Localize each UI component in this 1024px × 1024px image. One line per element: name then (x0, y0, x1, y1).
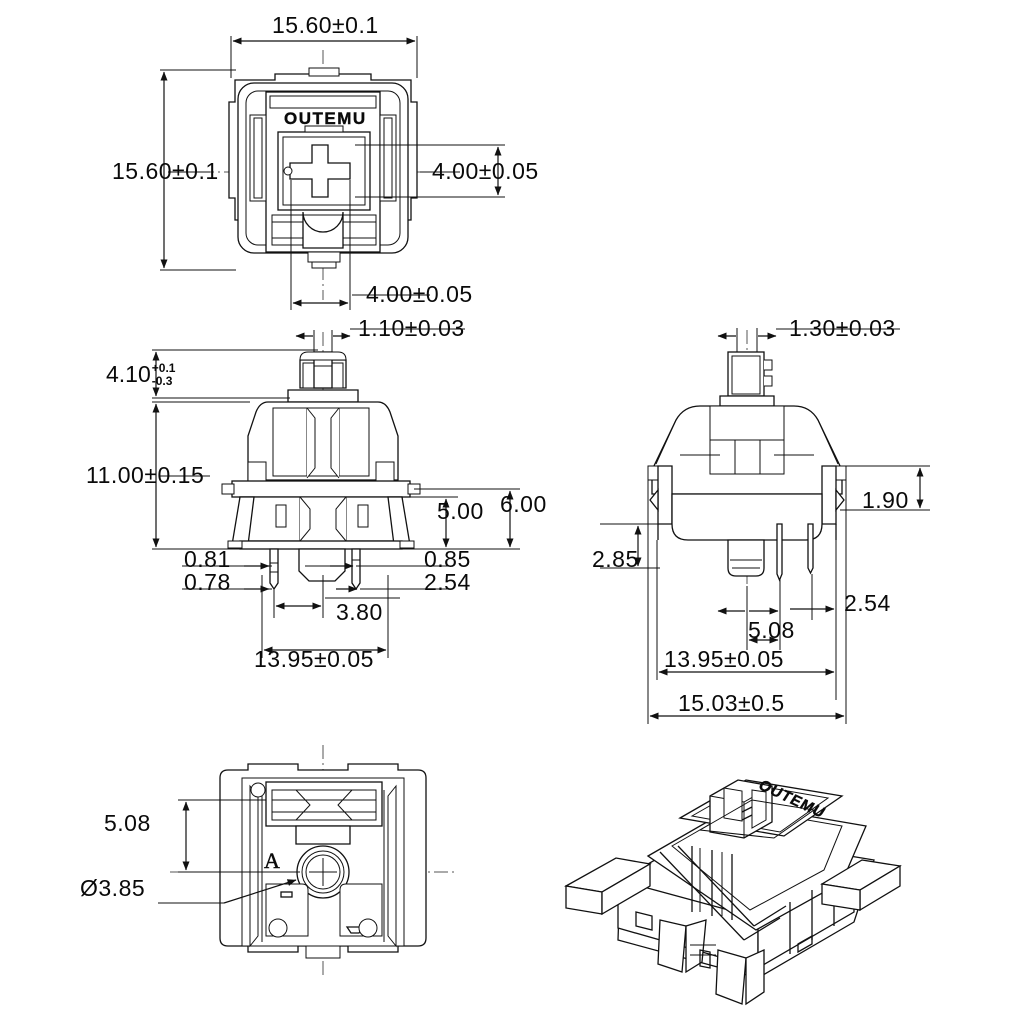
dim-plate-gap: 2.85 (592, 546, 639, 572)
dim-pin-width-b: 0.78 (184, 569, 231, 595)
front-view-dimensions (152, 328, 520, 658)
dim-top-width: 15.60±0.1 (272, 12, 379, 38)
dim-side-pin-pitch: 2.54 (844, 590, 891, 616)
dim-stem-cross-horizontal: 4.00±0.05 (366, 281, 473, 307)
dim-pin-span: 5.08 (748, 617, 795, 643)
dim-stem-depth: 1.30±0.03 (789, 315, 896, 341)
dim-pin-width-a: 0.81 (184, 546, 231, 572)
bottom-view-dimensions (158, 799, 300, 904)
dim-pin-len-long: 6.00 (500, 491, 547, 517)
dim-stem-cross-vertical: 4.00±0.05 (432, 158, 539, 184)
tolerance-lower: -0.3 (151, 373, 173, 388)
dim-body-height: 11.00±0.15 (86, 462, 205, 488)
bottom-view-geometry (170, 745, 455, 975)
tolerance-upper: +0.1 (151, 361, 176, 375)
top-view-geometry (200, 50, 460, 300)
side-view-geometry (647, 330, 847, 610)
dim-top-height: 15.60±0.1 (112, 158, 219, 184)
dim-side-body-depth: 13.95±0.05 (664, 646, 784, 672)
dim-stem-height-value: 4.10 (106, 361, 151, 388)
dim-stem-height-tolerance: +0.1 -0.3 (152, 362, 176, 387)
dim-front-overall-width: 13.95±0.05 (254, 646, 374, 672)
dim-pin-len-short: 5.00 (437, 498, 484, 524)
dim-overall-depth: 15.03±0.5 (678, 690, 785, 716)
top-view-dimensions (160, 36, 505, 310)
dim-center-offset: 5.08 (104, 810, 151, 836)
dim-boss-diameter: Ø3.85 (80, 875, 146, 901)
dim-pin-width-c: 0.85 (424, 546, 471, 572)
bottom-view-marker-a: A (264, 848, 280, 874)
side-view-dimensions (600, 328, 930, 724)
outemu-logo-top-view: OUTEMU (284, 109, 367, 128)
dim-latch-height: 1.90 (862, 487, 909, 513)
dim-stem-height: 4.10 +0.1 -0.3 (106, 362, 175, 387)
isometric-view-geometry (564, 779, 902, 1006)
dim-pin-offset: 3.80 (336, 599, 383, 625)
dim-stem-width: 1.10±0.03 (358, 315, 465, 341)
dim-pin-pitch-right: 2.54 (424, 569, 471, 595)
front-view-geometry (221, 332, 421, 600)
